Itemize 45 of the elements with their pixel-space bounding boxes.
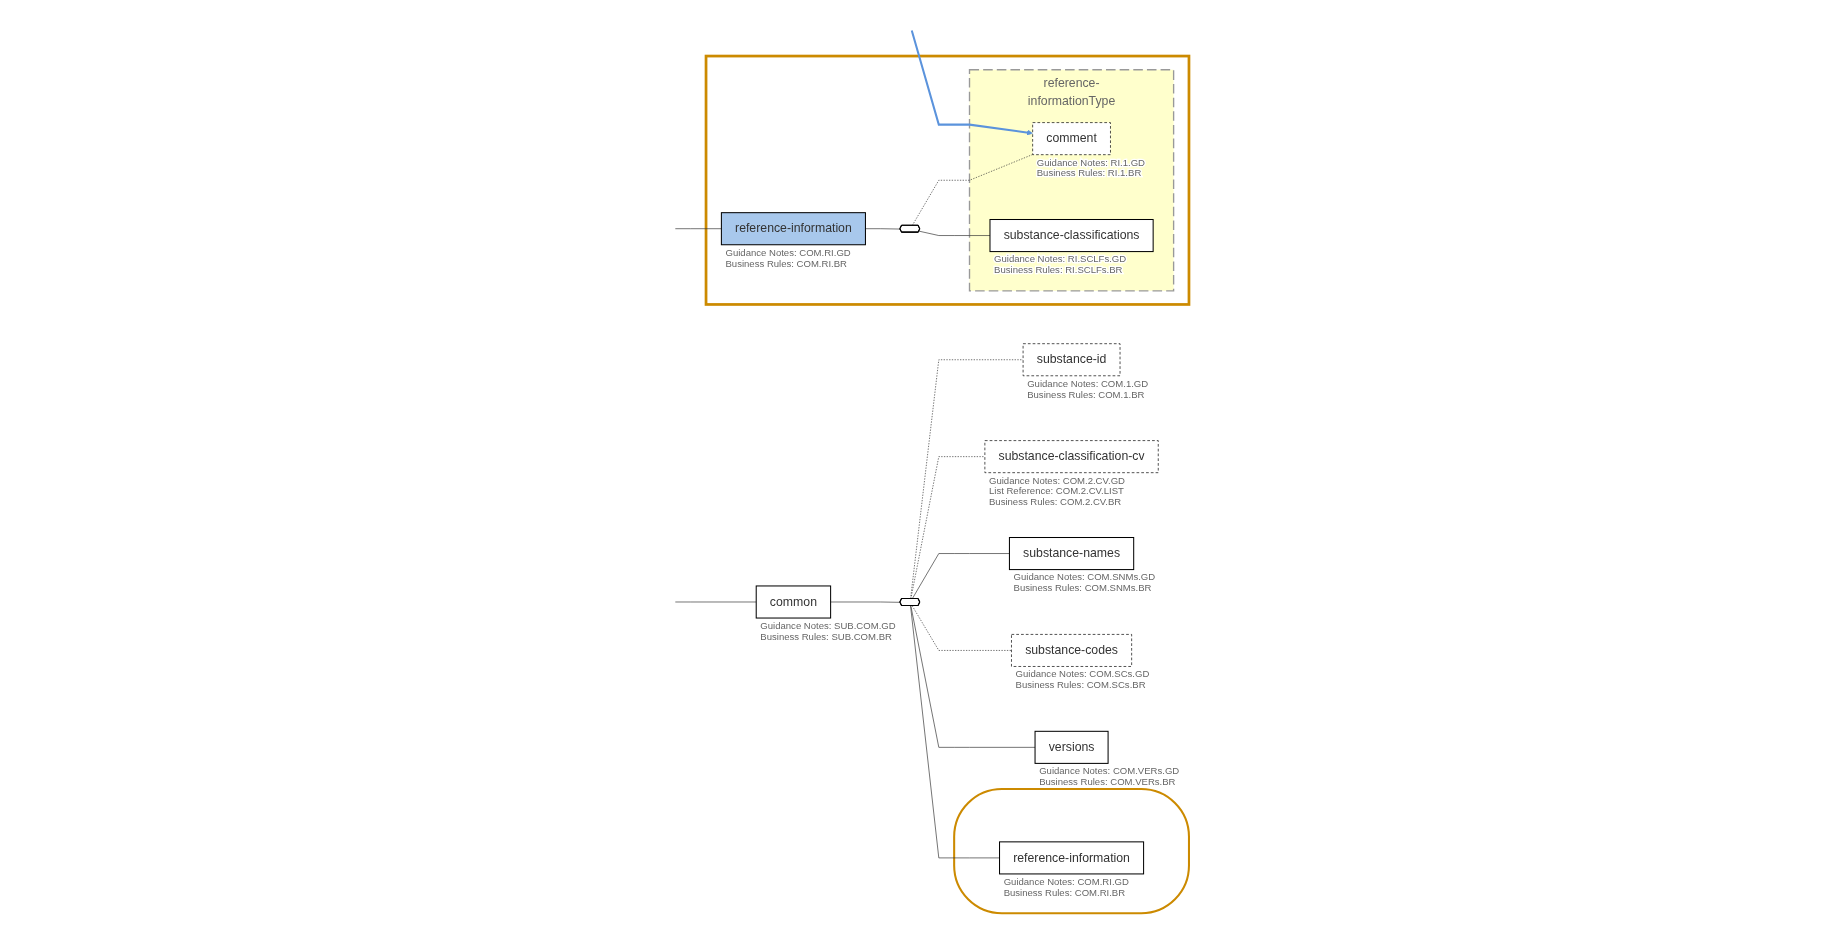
connector [865, 228, 901, 230]
arrow [910, 30, 1033, 136]
node-box: reference-information [999, 841, 1145, 875]
cluster [953, 787, 1190, 915]
node-box: versions [1034, 730, 1109, 764]
annotation-text: Business Rules: COM.2.CV.BR [988, 496, 1122, 508]
node-box: substance-classifications [989, 219, 1154, 253]
node-box: substance-classification-cv [984, 440, 1159, 473]
annotation-text: Guidance Notes: COM.RI.GD [725, 246, 851, 258]
annotation-text: Business Rules: COM.SCs.BR [1015, 679, 1146, 691]
connector [830, 601, 901, 603]
connector [675, 601, 757, 603]
annotation-text: Guidance Notes: COM.1.GD [1027, 377, 1149, 389]
node-box: substance-codes [1011, 634, 1132, 667]
node-box: comment [1032, 122, 1111, 155]
annotation-text: Guidance Notes: SUB.COM.GD [760, 619, 896, 631]
annotation-text: Guidance Notes: COM.SCs.GD [1015, 668, 1150, 680]
annotation-text: Business Rules: RI.SCLFs.BR [994, 264, 1123, 276]
annotation-text: Business Rules: COM.VERs.BR [1039, 776, 1176, 788]
node-box: common [755, 585, 832, 619]
annotation-text: Business Rules: RI.1.BR [1036, 167, 1142, 179]
cluster [704, 54, 1191, 306]
annotation-text: Guidance Notes: COM.SNMs.GD [1013, 571, 1156, 583]
connector [911, 154, 1033, 226]
annotation-text: List Reference: COM.2.CV.LIST [988, 485, 1124, 497]
annotation-text: Business Rules: COM.RI.BR [1003, 886, 1126, 898]
connector [910, 605, 1000, 859]
connector [910, 605, 1036, 748]
connector [675, 228, 722, 230]
annotation-text: Guidance Notes: COM.2.CV.GD [988, 474, 1125, 486]
annotation-text: Business Rules: COM.1.BR [1027, 388, 1145, 400]
node-box: reference-information [720, 212, 866, 246]
annotation-text: Guidance Notes: COM.RI.GD [1003, 875, 1129, 887]
connector [911, 605, 1012, 651]
annotation-text: Business Rules: SUB.COM.BR [760, 630, 892, 642]
connector [911, 553, 1010, 600]
annotation-text: Guidance Notes: RI.SCLFs.GD [994, 253, 1127, 265]
node-box: substance-names [1008, 537, 1135, 571]
connector [910, 456, 986, 600]
annotation-text: Business Rules: COM.RI.BR [725, 257, 847, 269]
annotation-text: Business Rules: COM.SNMs.BR [1013, 582, 1152, 594]
node-box: substance-id [1022, 343, 1121, 377]
annotation-text: Guidance Notes: COM.VERs.GD [1039, 765, 1180, 777]
annotation-text: Guidance Notes: RI.1.GD [1036, 156, 1145, 168]
connector [910, 359, 1024, 600]
